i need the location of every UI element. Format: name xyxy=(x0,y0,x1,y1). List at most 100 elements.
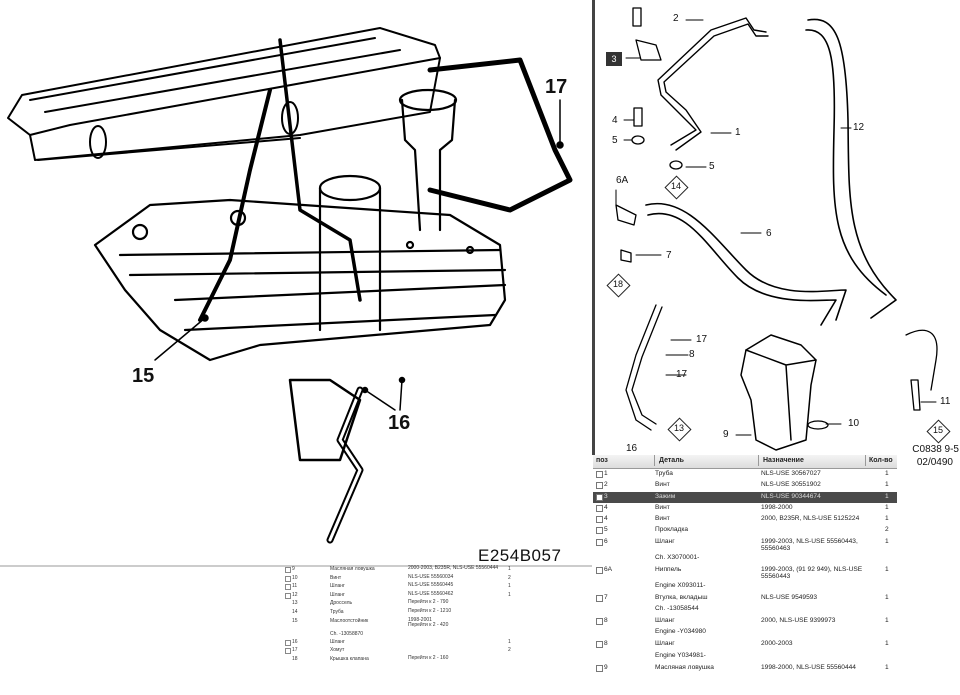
cell-purpose: NLS-USE 55560462 xyxy=(408,590,454,597)
cell-pos: 6A xyxy=(604,565,613,573)
row-note: Ch. -13058870 xyxy=(330,630,364,637)
row-checkbox[interactable] xyxy=(285,639,291,646)
cell-pos: 1 xyxy=(604,470,608,477)
row-checkbox[interactable] xyxy=(285,584,291,591)
ref-diamond-13[interactable]: 13 xyxy=(669,419,689,439)
cell-purpose: NLS-USE 55560034 xyxy=(408,573,454,580)
row-checkbox[interactable] xyxy=(596,516,603,524)
row-checkbox[interactable] xyxy=(285,648,291,655)
row-checkbox[interactable] xyxy=(596,566,603,574)
table-header: поз Деталь Назначение Кол-во xyxy=(593,455,897,469)
cell-purpose: NLS-USE 9549593 xyxy=(761,593,818,601)
cell-qty: 1 xyxy=(508,583,511,590)
row-checkbox[interactable] xyxy=(596,664,603,672)
row-checkbox[interactable] xyxy=(596,538,603,546)
cell-qty: 1 xyxy=(508,638,511,645)
cell-qty: 1 xyxy=(885,537,889,545)
column-header-detail[interactable]: Деталь xyxy=(655,455,759,466)
cell-detail: Винт xyxy=(330,574,342,581)
cell-purpose: 2000-2003 xyxy=(761,640,793,648)
cell-pos: 15 xyxy=(292,617,298,624)
cell-detail: Труба xyxy=(330,608,344,615)
oil-trap-9 xyxy=(740,334,817,451)
cell-detail: Шланг xyxy=(655,617,675,625)
cell-purpose: 2000-2003, B235R, NLS-USE 55560444 xyxy=(408,565,499,571)
cell-detail: Труба xyxy=(655,470,673,477)
column-header-pos[interactable]: поз xyxy=(593,455,655,466)
cell-pos: 3 xyxy=(604,492,608,500)
cell-detail: Зажим xyxy=(655,492,676,500)
cell-detail: Прокладка xyxy=(655,526,689,534)
hose-6 xyxy=(645,202,847,326)
row-checkbox[interactable] xyxy=(596,618,603,626)
engine-drawing xyxy=(7,27,573,544)
ref-diamond-15[interactable]: 15 xyxy=(928,421,948,441)
row-checkbox[interactable] xyxy=(596,471,603,478)
table-row-note: Engine X093011- xyxy=(593,581,897,593)
cell-pos: 10 xyxy=(292,574,298,581)
row-checkbox[interactable] xyxy=(285,592,291,599)
label-6: 6 xyxy=(766,228,772,239)
cell-detail: Шланг xyxy=(655,537,675,545)
cell-detail: Втулка, вкладыш xyxy=(655,593,708,601)
row-checkbox[interactable] xyxy=(596,641,603,649)
row-note: Engine Y034981- xyxy=(655,651,706,659)
cell-pos: 4 xyxy=(604,515,608,523)
label-9: 9 xyxy=(723,429,729,440)
label-4: 4 xyxy=(612,115,618,126)
cell-purpose: 1998-2000, NLS-USE 55560444 xyxy=(761,663,856,671)
diagram-ref-code-2: 02/0490 xyxy=(916,457,953,468)
column-header-purpose[interactable]: Назначение xyxy=(759,455,866,466)
panel-divider xyxy=(592,0,595,455)
parts-drawing xyxy=(615,7,938,451)
ref-diamond-14[interactable]: 14 xyxy=(666,177,686,197)
cell-pos: 12 xyxy=(292,591,298,598)
label-3-selected[interactable]: 3 xyxy=(606,52,622,66)
row-checkbox[interactable] xyxy=(596,504,603,512)
callout-leaders xyxy=(154,99,564,411)
cell-qty: 1 xyxy=(885,481,889,489)
cell-pos: 9 xyxy=(604,663,608,671)
cell-detail: Маслоотстойник xyxy=(330,617,369,624)
valve-cover xyxy=(7,27,441,161)
row-checkbox[interactable] xyxy=(596,527,603,535)
cell-detail: Шланг xyxy=(655,640,675,648)
ref-diamond-18[interactable]: 18 xyxy=(608,275,628,295)
label-17b: 17 xyxy=(676,369,688,380)
row-checkbox[interactable] xyxy=(596,493,603,501)
column-header-qty[interactable]: Кол-во xyxy=(869,457,893,464)
row-checkbox[interactable] xyxy=(596,482,603,490)
cell-qty: 2 xyxy=(508,647,511,654)
row-checkbox[interactable] xyxy=(285,567,291,573)
row-checkbox[interactable] xyxy=(596,594,603,602)
parts-exploded-diagram: 2 3 4 5 1 5 12 6A 6 7 17 8 17 9 10 11 16… xyxy=(596,0,960,455)
label-5b: 5 xyxy=(709,161,715,172)
row-checkbox[interactable] xyxy=(285,575,291,582)
label-6a: 6A xyxy=(616,175,629,186)
small-parts xyxy=(615,7,938,431)
table-row-note: Ch. -13058870 xyxy=(282,631,532,639)
